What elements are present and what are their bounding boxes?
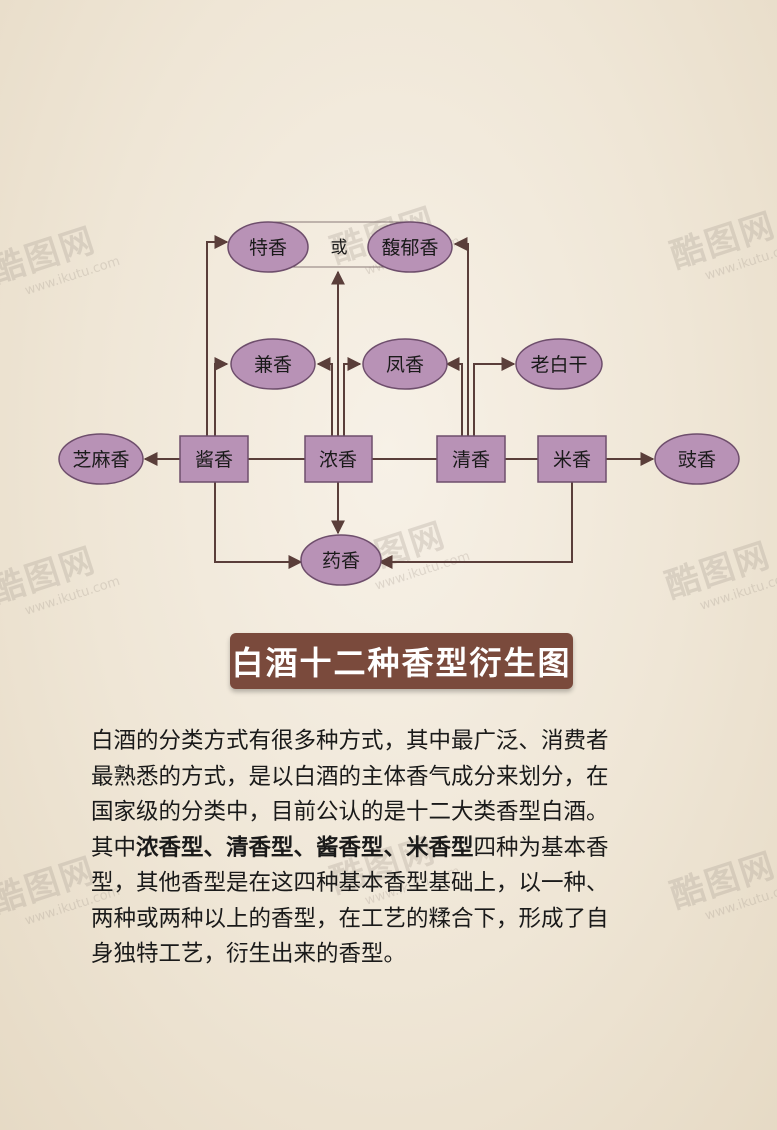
node-fuyu: 馥郁香 [367, 221, 453, 273]
node-feng: 凤香 [362, 338, 448, 390]
or-label: 或 [331, 238, 348, 258]
node-yao-shape [300, 534, 382, 586]
title-banner: 白酒十二种香型衍生图 [230, 633, 573, 689]
page-title: 白酒十二种香型衍生图 [231, 644, 572, 682]
node-chi-label: 豉香 [678, 449, 716, 471]
node-tex: 特香 [227, 221, 309, 273]
node-laobaigan-label: 老白干 [530, 354, 587, 376]
node-jiang: 酱香 [179, 435, 249, 483]
node-jian-label: 兼香 [254, 354, 292, 376]
description-paragraph: 白酒的分类方式有很多种方式，其中最广泛、消费者 最熟悉的方式，是以白酒的主体香气… [91, 724, 711, 973]
node-jian-shape [230, 338, 316, 390]
node-mi-label: 米香 [553, 449, 591, 471]
node-qing: 清香 [436, 435, 506, 483]
node-yao: 药香 [300, 534, 382, 586]
derived-nodes: 特香 馥郁香 兼香 凤香 老白干 芝麻香 豉香 药香 [58, 221, 740, 586]
edge-jiang-yao [214, 482, 303, 569]
node-nong-shape [304, 435, 373, 483]
node-chi-shape [654, 433, 740, 485]
node-qing-shape [436, 435, 506, 483]
paragraph-line: 身独特工艺，衍生出来的香型。 [91, 941, 407, 967]
paragraph-line: 白酒的分类方式有很多种方式，其中最广泛、消费者 [91, 728, 609, 754]
paragraph-text: 其中 [91, 834, 137, 861]
node-qing-label: 清香 [452, 449, 490, 471]
node-jiang-label: 酱香 [195, 449, 233, 471]
node-zhima-shape [58, 433, 144, 485]
node-chi: 豉香 [654, 433, 740, 485]
node-mi-shape [537, 435, 607, 483]
node-fuyu-label: 馥郁香 [381, 237, 438, 259]
node-nong: 浓香 [304, 435, 373, 483]
edge-jiang-tex [206, 235, 229, 436]
node-feng-label: 凤香 [386, 354, 424, 376]
paragraph-line: 两种或两种以上的香型，在工艺的糅合下，形成了自 [91, 905, 609, 932]
edge-qing-fuyu [453, 237, 469, 436]
base-nodes: 酱香 浓香 清香 米香 [179, 435, 607, 483]
highlight-base-types: 浓香型、清香型、酱香型、米香型 [136, 834, 474, 861]
paragraph-line: 其中浓香型、清香型、酱香型、米香型四种为基本香 [91, 831, 711, 867]
node-tex-shape [227, 221, 309, 273]
node-yao-label: 药香 [322, 550, 360, 572]
node-mi: 米香 [537, 435, 607, 483]
edge-qing-laobaigan [473, 357, 516, 436]
node-feng-shape [362, 338, 448, 390]
edge-nong-feng [343, 357, 362, 436]
node-fuyu-shape [367, 221, 453, 273]
edge-jiang-jian [214, 357, 229, 436]
node-jiang-shape [179, 435, 249, 483]
node-zhima: 芝麻香 [58, 433, 144, 485]
node-jian: 兼香 [230, 338, 316, 390]
paragraph-line: 型，其他香型是在这四种基本香型基础上，以一种、 [91, 870, 609, 896]
node-laobaigan-shape [515, 338, 603, 390]
node-nong-label: 浓香 [319, 449, 357, 471]
connector-lines [143, 235, 655, 569]
node-tex-label: 特香 [249, 237, 287, 259]
node-zhima-label: 芝麻香 [72, 449, 129, 471]
edge-nong-jian [316, 357, 333, 436]
paragraph-line: 最熟悉的方式，是以白酒的主体香气成分来划分，在 [91, 763, 609, 790]
edge-qing-feng [445, 357, 463, 436]
node-laobaigan: 老白干 [515, 338, 603, 390]
paragraph-line: 国家级的分类中，目前公认的是十二大类香型白酒。 [91, 799, 609, 825]
edge-mi-yao [378, 482, 573, 569]
paragraph-text: 四种为基本香 [473, 834, 609, 861]
